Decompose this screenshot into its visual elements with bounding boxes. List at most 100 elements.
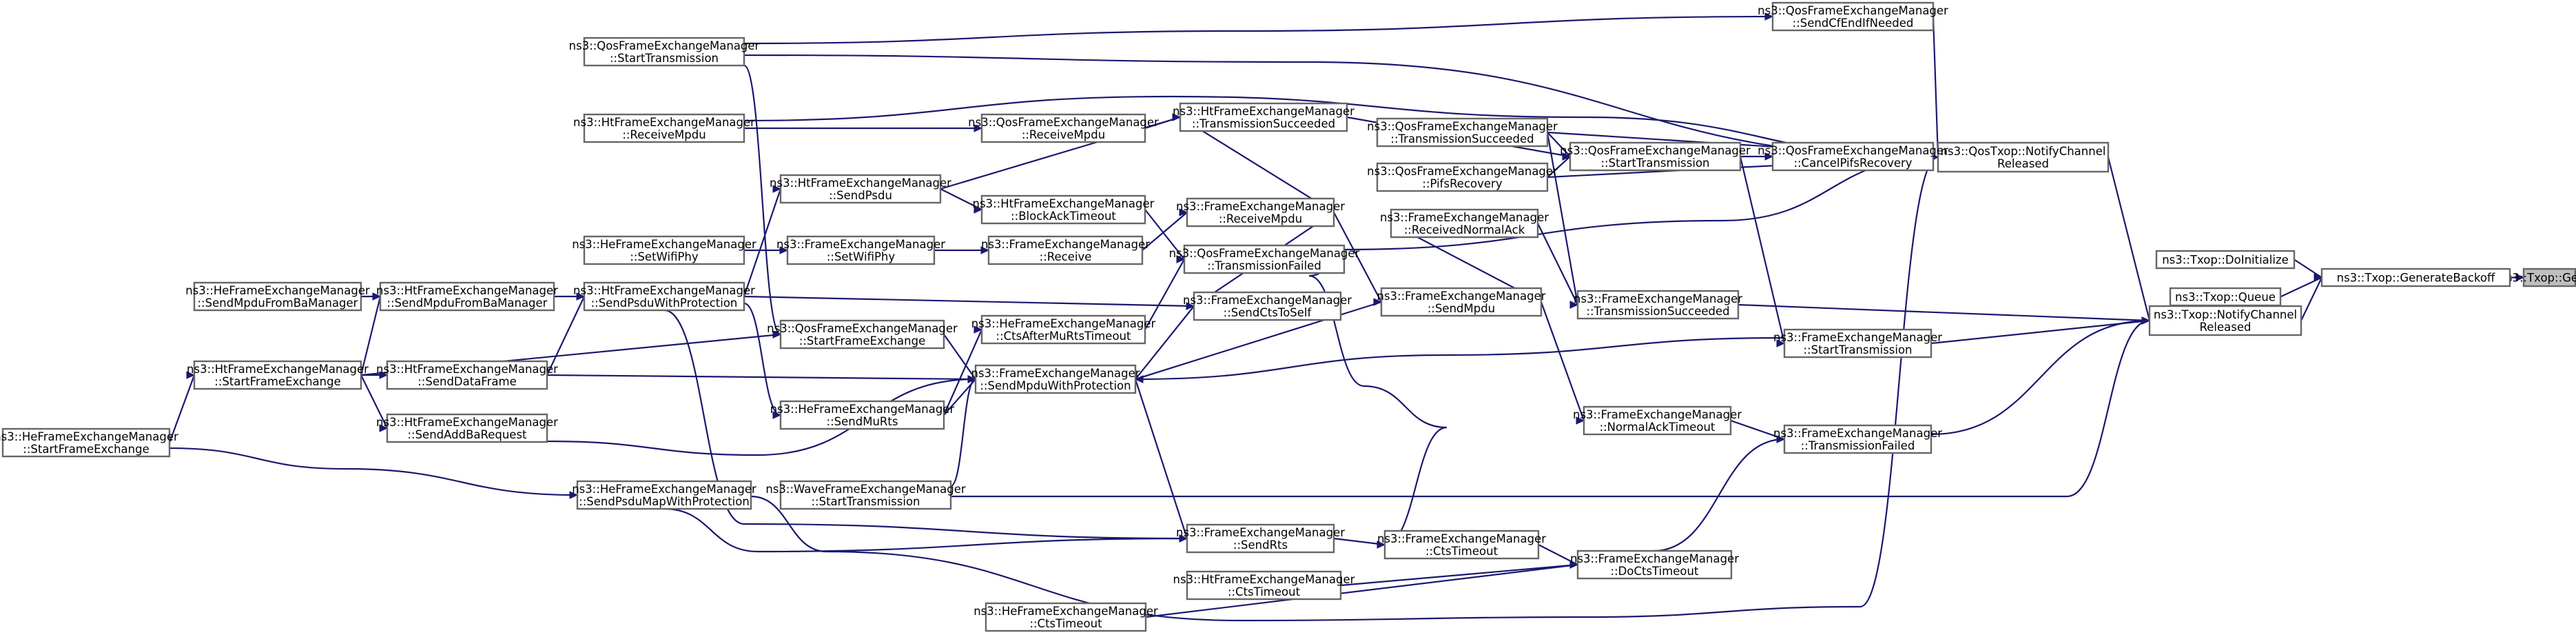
node-hefem_ctsafter[interactable]: ns3::HeFrameExchangeManager::CtsAfterMuR… — [971, 314, 1156, 345]
node-htfem_senddata[interactable]: ns3::HtFrameExchangeManager::SendDataFra… — [376, 360, 558, 390]
edge-arrowhead — [1172, 113, 1182, 121]
edge-arrowhead — [1569, 561, 1579, 569]
edge-arrowhead — [973, 124, 983, 132]
node-fem_txfail[interactable]: ns3::FrameExchangeManager::TransmissionF… — [1773, 424, 1942, 454]
node-label: ::SendMpdu — [1428, 302, 1495, 315]
node-label: ns3::Txop::GenerateBackoff — [2337, 272, 2495, 285]
node-box — [583, 281, 745, 312]
node-label: ns3::FrameExchangeManager — [1377, 532, 1546, 545]
node-fem_ctstimeout[interactable]: ns3::FrameExchangeManager::CtsTimeout — [1377, 530, 1546, 560]
edge-fem_nat-to-fem_txfail — [1730, 419, 1785, 441]
edge-qfem_txsucc-to-fem_txsucc — [1546, 132, 1579, 305]
node-queue[interactable]: ns3::Txop::Queue — [2169, 287, 2282, 307]
edge-arrowhead — [1179, 534, 1188, 543]
edge-htfem_txsucc-to-fem_receivempdu — [1179, 117, 1335, 213]
edge-htfem_spwp-to-hefem_sendmurts — [743, 296, 781, 416]
node-box — [583, 113, 745, 143]
node-label: ns3::QosFrameExchangeManager — [569, 39, 760, 52]
node-label: ns3::HeFrameExchangeManager — [770, 403, 955, 416]
node-label: ns3::Txop::Queue — [2175, 291, 2276, 304]
node-fem_receive[interactable]: ns3::FrameExchangeManager::Receive — [981, 235, 1150, 265]
node-qfem_starttx[interactable]: ns3::QosFrameExchangeManager::StartTrans… — [1560, 141, 1751, 172]
node-htfem_sendaddba[interactable]: ns3::HtFrameExchangeManager::SendAddBaRe… — [376, 413, 558, 443]
node-hefem_spmwp[interactable]: ns3::HeFrameExchangeManager::SendPsduMap… — [572, 480, 756, 510]
node-label: ::ReceivedNormalAck — [1404, 223, 1525, 236]
node-label: ns3::HeFrameExchangeManager — [572, 483, 756, 496]
node-htfem_txsucc[interactable]: ns3::HtFrameExchangeManager::Transmissio… — [1173, 102, 1354, 132]
node-fem_smwp[interactable]: ns3::FrameExchangeManager::SendMpduWithP… — [971, 364, 1140, 394]
edge-arrowhead — [1377, 541, 1386, 549]
node-label: ns3::HeFrameExchangeManager — [973, 605, 1158, 618]
node-hefem_startfe[interactable]: ns3::HeFrameExchangeManager::StartFrameE… — [0, 427, 178, 458]
edge-htfem_senddata-to-htfem_spwp — [546, 296, 585, 376]
edge-hefem_sendmurts-to-fem_smwp — [943, 379, 976, 416]
node-fem_starttx[interactable]: ns3::FrameExchangeManager::StartTransmis… — [1773, 328, 1942, 359]
node-fem_nat[interactable]: ns3::FrameExchangeManager::NormalAckTime… — [1573, 405, 1742, 436]
node-getcw[interactable]: ns3::Txop::GetCw — [2499, 268, 2576, 288]
node-htfem_receivempdu[interactable]: ns3::HtFrameExchangeManager::ReceiveMpdu — [573, 113, 755, 143]
node-fem_doctstimeout[interactable]: ns3::FrameExchangeManager::DoCtsTimeout — [1570, 550, 1739, 580]
node-label: ns3::FrameExchangeManager — [1570, 552, 1739, 565]
node-hefem_sendmurts[interactable]: ns3::HeFrameExchangeManager::SendMuRts — [770, 400, 955, 430]
node-fem_setwifiphy[interactable]: ns3::FrameExchangeManager::SetWifiPhy — [776, 235, 945, 265]
node-htfem_ctstimeout[interactable]: ns3::HtFrameExchangeManager::CtsTimeout — [1173, 570, 1355, 601]
node-qfem_pifs[interactable]: ns3::QosFrameExchangeManager::PifsRecove… — [1367, 162, 1558, 192]
node-label: ::SendMpduFromBaManager — [198, 296, 358, 310]
edge-arrowhead — [973, 325, 983, 334]
node-doinit[interactable]: ns3::Txop::DoInitialize — [2155, 250, 2296, 270]
node-fem_receivempdu[interactable]: ns3::FrameExchangeManager::ReceiveMpdu — [1176, 197, 1345, 228]
node-qfem_startfe[interactable]: ns3::QosFrameExchangeManager::StartFrame… — [767, 319, 958, 350]
node-fem_rna[interactable]: ns3::FrameExchangeManager::ReceivedNorma… — [1380, 208, 1549, 239]
node-label: ::DoCtsTimeout — [1611, 565, 1699, 578]
node-box — [779, 174, 942, 204]
node-label: ns3::Txop::GetCw — [2499, 272, 2576, 285]
edge-htfem_blockack-to-qfem_txfail — [1144, 209, 1185, 260]
edge-arrowhead — [967, 375, 977, 383]
node-htfem_sendpsdu[interactable]: ns3::HtFrameExchangeManager::SendPsdu — [770, 174, 951, 204]
node-hefem_ctstimeout[interactable]: ns3::HeFrameExchangeManager::CtsTimeout — [973, 602, 1158, 632]
node-htfem_blockack[interactable]: ns3::HtFrameExchangeManager::BlockAckTim… — [973, 194, 1155, 225]
node-qfem_sendcfend[interactable]: ns3::QosFrameExchangeManager::SendCfEndI… — [1758, 1, 1948, 32]
node-label: ::SendMpduFromBaManager — [387, 296, 548, 310]
node-box — [583, 235, 745, 265]
node-fem_sendctstoself[interactable]: ns3::FrameExchangeManager::SendCtsToSelf — [1183, 291, 1352, 321]
node-label: ns3::HtFrameExchangeManager — [770, 177, 951, 190]
node-box — [583, 37, 745, 67]
node-box — [974, 364, 1137, 394]
node-label: ns3::HtFrameExchangeManager — [187, 363, 369, 376]
node-htfem_smfbm[interactable]: ns3::HtFrameExchangeManager::SendMpduFro… — [376, 281, 558, 312]
node-genbackoff[interactable]: ns3::Txop::GenerateBackoff — [2320, 268, 2511, 288]
node-box — [779, 400, 945, 430]
node-box — [1193, 291, 1342, 321]
node-fem_sendmpdu[interactable]: ns3::FrameExchangeManager::SendMpdu — [1377, 287, 1546, 317]
node-hefem_setwifiphy[interactable]: ns3::HeFrameExchangeManager::SetWifiPhy — [572, 235, 756, 265]
node-qfem_starttx_l[interactable]: ns3::QosFrameExchangeManager::StartTrans… — [569, 37, 760, 67]
node-qfem_cancelpifs[interactable]: ns3::QosFrameExchangeManager::CancelPifs… — [1758, 141, 1948, 172]
node-label: ns3::FrameExchangeManager — [1183, 294, 1352, 307]
node-htfem_startfe[interactable]: ns3::HtFrameExchangeManager::StartFrameE… — [187, 360, 369, 390]
edge-qfem_startfe-to-fem_smwp — [943, 334, 976, 380]
node-qfem_txsucc[interactable]: ns3::QosFrameExchangeManager::Transmissi… — [1367, 117, 1558, 148]
node-box — [1771, 1, 1935, 32]
node-fem_txsucc[interactable]: ns3::FrameExchangeManager::TransmissionS… — [1574, 290, 1742, 320]
node-label: ::TransmissionFailed — [1801, 439, 1915, 452]
node-box — [1937, 141, 2110, 173]
node-label: ::CtsAfterMuRtsTimeout — [996, 330, 1131, 343]
edge-fem_smwp-to-fem_sendctstoself — [1135, 305, 1195, 380]
edge-fem_doctstimeout-to-fem_txfail — [1653, 438, 1785, 566]
node-htfem_spwp[interactable]: ns3::HtFrameExchangeManager::SendPsduWit… — [573, 281, 755, 312]
edge-arrowhead — [2515, 273, 2525, 282]
node-hefem_smfbm[interactable]: ns3::HeFrameExchangeManager::SendMpduFro… — [185, 281, 370, 312]
node-box — [980, 314, 1146, 345]
edge-arrowhead — [1134, 375, 1144, 383]
node-qfem_receivempdu[interactable]: ns3::QosFrameExchangeManager::ReceiveMpd… — [968, 113, 1159, 143]
node-label: ns3::QosFrameExchangeManager — [767, 322, 958, 335]
node-box — [379, 281, 555, 312]
edge-arrowhead — [1569, 301, 1579, 309]
node-fem_sendrts[interactable]: ns3::FrameExchangeManager::SendRts — [1176, 523, 1345, 554]
node-qfem_txfail[interactable]: ns3::QosFrameExchangeManager::Transmissi… — [1169, 244, 1360, 274]
node-wfem_starttx[interactable]: ns3::WaveFrameExchangeManager::StartTran… — [765, 480, 966, 510]
